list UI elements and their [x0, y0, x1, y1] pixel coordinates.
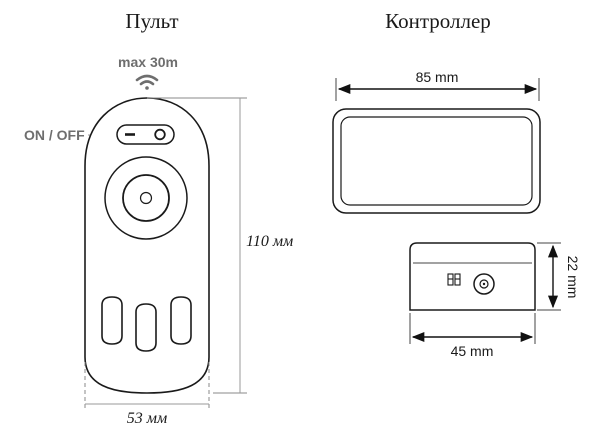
controller-length-label: 85 mm — [416, 69, 459, 85]
controller-length-dimension — [335, 78, 540, 101]
controller-top-view — [332, 108, 541, 214]
controller-width-dimension — [409, 313, 536, 344]
dc-jack-icon — [473, 273, 495, 295]
remote-width-dimension — [84, 362, 210, 409]
wifi-signal-icon — [135, 74, 159, 90]
touch-wheel — [104, 156, 188, 240]
power-switch-icon — [116, 124, 175, 145]
remote-height-label: 110 мм — [246, 233, 293, 250]
controller-width-label: 45 mm — [451, 343, 494, 359]
controller-height-label: 22 mm — [565, 256, 581, 299]
controller-height-dimension — [537, 242, 561, 311]
controller-title: Контроллер — [385, 9, 491, 33]
remote-width-label: 53 мм — [127, 410, 167, 427]
controller-front-view — [409, 242, 536, 311]
dip-switch-icon — [447, 273, 461, 286]
power-label: ON / OFF — [24, 127, 85, 143]
range-label: max 30m — [118, 54, 178, 70]
bottom-buttons — [101, 296, 192, 352]
remote-height-dimension — [147, 97, 247, 394]
remote-title: Пульт — [125, 9, 178, 33]
